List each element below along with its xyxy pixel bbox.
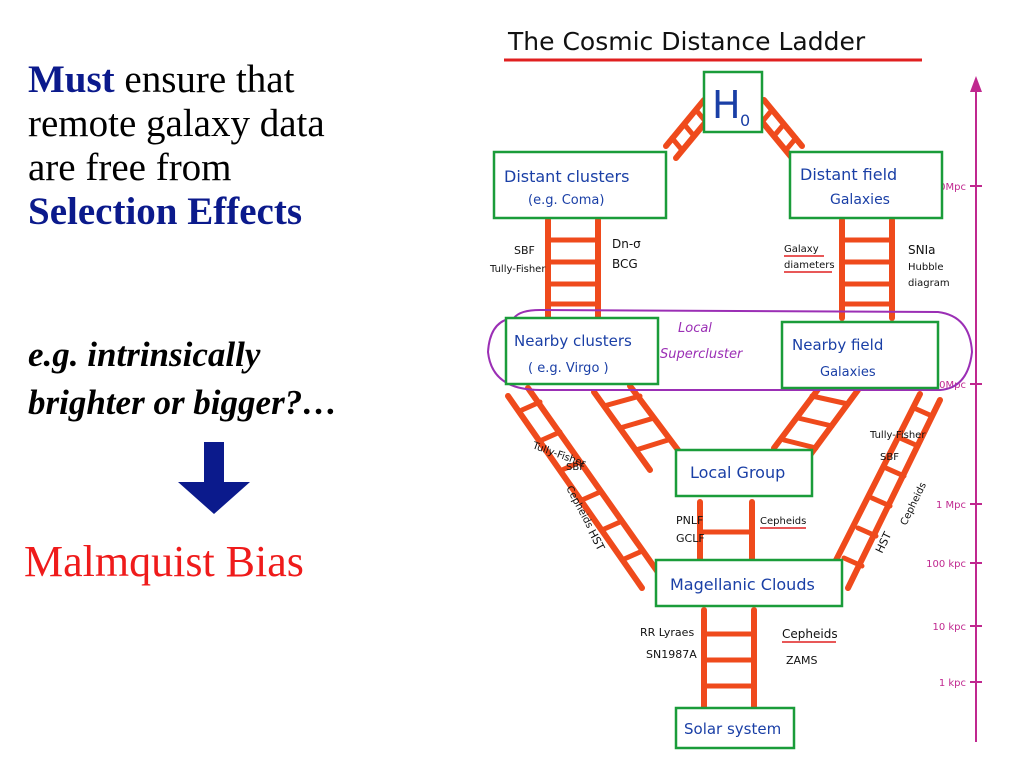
local-supercluster-label-1: Local [678, 321, 712, 336]
method-dn-sigma: Dn-σ [612, 237, 641, 251]
h0-subscript: 0 [740, 111, 750, 130]
malmquist-bias-title: Malmquist Bias [24, 537, 304, 586]
nearby-clusters-box [504, 316, 660, 386]
ladder-nearby-clusters-local [591, 383, 681, 473]
ladder-hst-right [823, 391, 943, 591]
distant-field-box [788, 150, 944, 220]
local-group-label: Local Group [690, 463, 785, 482]
left-diag-sbf: SBF [566, 462, 585, 473]
local-supercluster-outline [486, 308, 974, 391]
h0-label: H [712, 83, 741, 127]
method-diagram: diagram [908, 278, 950, 289]
ladder-h0-field [751, 97, 805, 161]
scale-100mpc: 100Mpc [926, 182, 966, 193]
distant-field-line2: Galaxies [830, 192, 890, 208]
scale-1kpc: 1 kpc [939, 678, 966, 689]
down-arrow-icon [178, 442, 250, 514]
solar-system-label: Solar system [684, 720, 781, 738]
line3: are free from [28, 146, 232, 189]
lg-method-gclf: GCLF [676, 532, 705, 545]
mc-method-cepheids: Cepheids [782, 627, 838, 641]
selection-effects-statement: Must ensure that remote galaxy data are … [28, 58, 468, 234]
mc-method-sn1987a: SN1987A [646, 648, 697, 661]
ladder-local-magellanic [697, 499, 755, 565]
distant-field-line1: Distant field [800, 165, 897, 184]
mc-method-rr-lyraes: RR Lyraes [640, 626, 694, 639]
distant-clusters-line2: (e.g. Coma) [528, 193, 604, 208]
example-line1: e.g. intrinsically [28, 335, 261, 374]
magellanic-clouds-box [654, 558, 844, 608]
right-diag-cepheids: Cepheids [899, 481, 929, 527]
left-diag-cepheids: Cepheids [563, 484, 594, 530]
right-diag-tully-fisher: Tully-Fisher [869, 430, 926, 441]
right-diag-sbf: SBF [880, 452, 899, 463]
line1-rest: ensure that [114, 58, 295, 101]
selection-effects-heading: Selection Effects [28, 190, 302, 233]
nearby-field-box [780, 320, 940, 390]
nearby-field-line2: Galaxies [820, 365, 876, 380]
example-line2: brighter or bigger?… [28, 383, 338, 422]
ladder-hst-left [505, 385, 665, 591]
must-word: Must [28, 58, 115, 101]
local-supercluster-label-2: Supercluster [660, 347, 744, 362]
distance-scale: 100Mpc 10Mpc 1 Mpc 100 kpc 10 kpc 1 kpc [926, 76, 982, 742]
h0-box [702, 70, 764, 134]
scale-100kpc: 100 kpc [926, 559, 966, 570]
method-sbf: SBF [514, 244, 535, 257]
nearby-field-line1: Nearby field [792, 336, 883, 354]
example-text: e.g. intrinsically brighter or bigger?… [28, 331, 468, 427]
lg-method-cepheids: Cepheids [760, 516, 806, 527]
solar-system-box [674, 706, 796, 750]
scale-10kpc: 10 kpc [932, 622, 966, 633]
distant-clusters-line1: Distant clusters [504, 167, 629, 186]
ladder-magellanic-solar [701, 607, 757, 711]
method-tully-fisher: Tully-Fisher [489, 264, 546, 275]
diagram-title: The Cosmic Distance Ladder [507, 27, 866, 56]
nearby-clusters-line1: Nearby clusters [514, 332, 632, 350]
lg-method-pnlf: PNLF [676, 514, 703, 527]
method-snia: SNIa [908, 243, 936, 257]
nearby-clusters-line2: ( e.g. Virgo ) [528, 361, 609, 376]
method-diameters: diameters [784, 260, 835, 271]
cosmic-distance-ladder-diagram: .box { fill:#fff; stroke:#1a9c3a; stroke… [486, 27, 982, 750]
ladder-clusters-vertical [545, 217, 601, 321]
ladder-field-vertical [839, 217, 895, 321]
local-group-box [674, 448, 814, 498]
scale-1mpc: 1 Mpc [936, 500, 966, 511]
method-bcg: BCG [612, 257, 638, 271]
magellanic-clouds-label: Magellanic Clouds [670, 575, 815, 594]
method-hubble: Hubble [908, 262, 943, 273]
scale-10mpc: 10Mpc [933, 380, 966, 391]
line2: remote galaxy data [28, 102, 325, 145]
distant-clusters-box [492, 150, 668, 220]
method-galaxy: Galaxy [784, 244, 819, 255]
mc-method-zams: ZAMS [786, 654, 818, 667]
left-text-panel: Must ensure that remote galaxy data are … [0, 0, 470, 768]
